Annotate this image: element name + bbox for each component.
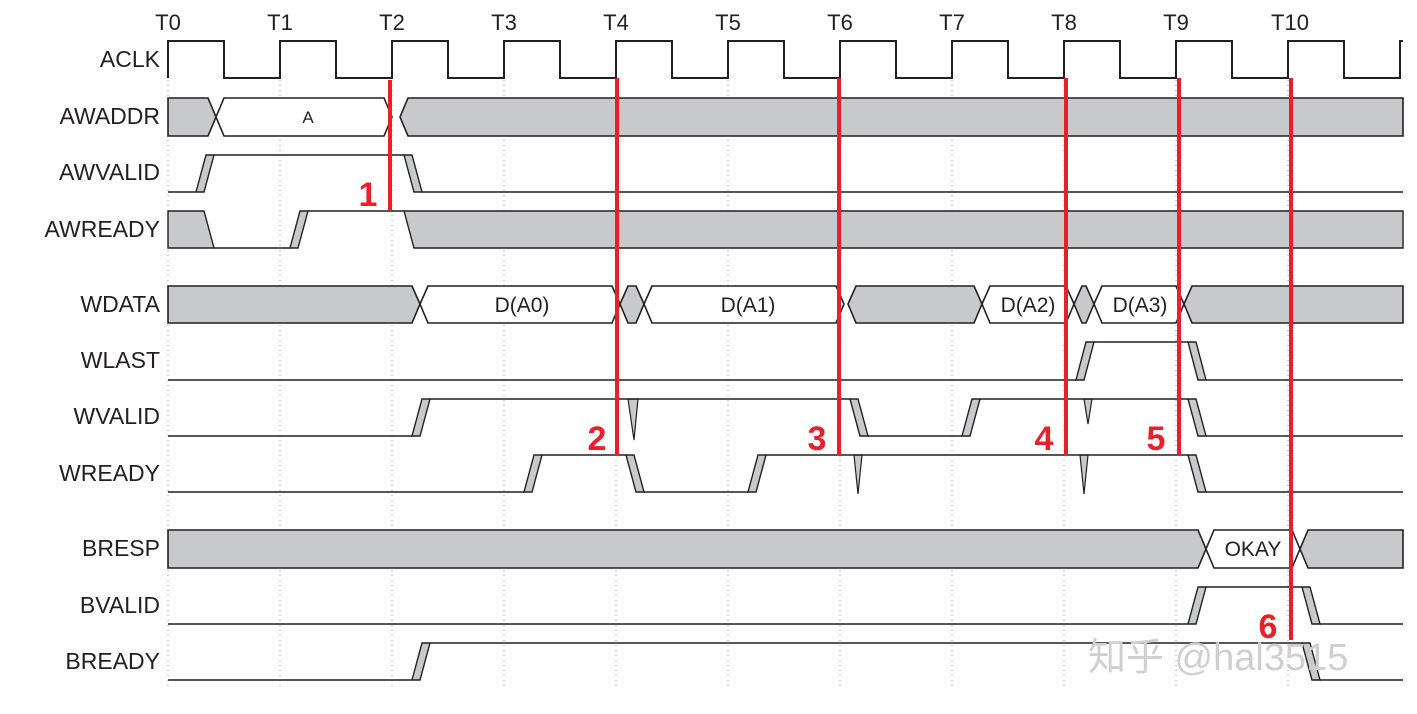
waveform-bready <box>168 642 1403 681</box>
marker-number-2: 2 <box>588 420 607 458</box>
signal-label-wlast: WLAST <box>81 347 160 373</box>
tick-t5: T5 <box>715 10 741 35</box>
signal-label-wready: WREADY <box>59 460 160 486</box>
marker-number-1: 1 <box>359 176 378 214</box>
wdata-value-a3: D(A3) <box>1113 294 1168 317</box>
tick-t4: T4 <box>603 10 629 35</box>
signal-labels: ACLK AWADDR AWVALID AWREADY WDATA WLAST … <box>45 46 161 674</box>
waveform-bresp <box>167 529 1404 569</box>
marker-number-4: 4 <box>1035 420 1054 458</box>
marker-number-3: 3 <box>808 420 827 458</box>
signal-label-wvalid: WVALID <box>74 403 160 429</box>
waveform-wready <box>168 454 1403 495</box>
signal-label-awready: AWREADY <box>45 216 160 242</box>
signal-label-bresp: BRESP <box>82 535 160 561</box>
signal-label-bready: BREADY <box>65 648 160 674</box>
signal-label-aclk: ACLK <box>100 46 161 72</box>
marker-number-6: 6 <box>1259 608 1278 646</box>
watermark-text: 知乎 @hal3515 <box>1088 637 1348 679</box>
clock-gridlines <box>167 40 1289 690</box>
handshake-marker-lines <box>388 78 1293 640</box>
tick-t1: T1 <box>267 10 293 35</box>
waveform-awready <box>167 210 1404 249</box>
tick-t3: T3 <box>491 10 517 35</box>
waveform-awaddr <box>167 97 1404 137</box>
signal-label-awvalid: AWVALID <box>59 159 160 185</box>
waveform-bvalid <box>168 586 1403 625</box>
marker-number-5: 5 <box>1147 420 1166 458</box>
waveform-wvalid <box>168 398 1403 441</box>
tick-t7: T7 <box>939 10 965 35</box>
wdata-value-a1: D(A1) <box>721 294 776 317</box>
signal-label-awaddr: AWADDR <box>59 103 160 129</box>
handshake-marker-numbers: 1 2 3 4 5 6 <box>359 176 1278 646</box>
tick-t9: T9 <box>1163 10 1189 35</box>
waveform-wdata <box>167 285 1404 324</box>
clock-tick-labels: T0 T1 T2 T3 T4 T5 T6 T7 T8 T9 T10 <box>155 10 1309 35</box>
wdata-value-a2: D(A2) <box>1001 294 1056 317</box>
signal-label-wdata: WDATA <box>80 291 160 317</box>
bresp-value-okay: OKAY <box>1225 538 1282 561</box>
wdata-value-a0: D(A0) <box>495 294 550 317</box>
waveform-aclk <box>167 40 1403 79</box>
signal-label-bvalid: BVALID <box>80 592 160 618</box>
tick-t10: T10 <box>1271 10 1309 35</box>
tick-t8: T8 <box>1051 10 1077 35</box>
tick-t0: T0 <box>155 10 181 35</box>
tick-t2: T2 <box>379 10 405 35</box>
awaddr-value-a: A <box>302 108 314 127</box>
tick-t6: T6 <box>827 10 853 35</box>
waveform-awvalid <box>168 154 1403 193</box>
waveform-wlast <box>168 341 1403 381</box>
